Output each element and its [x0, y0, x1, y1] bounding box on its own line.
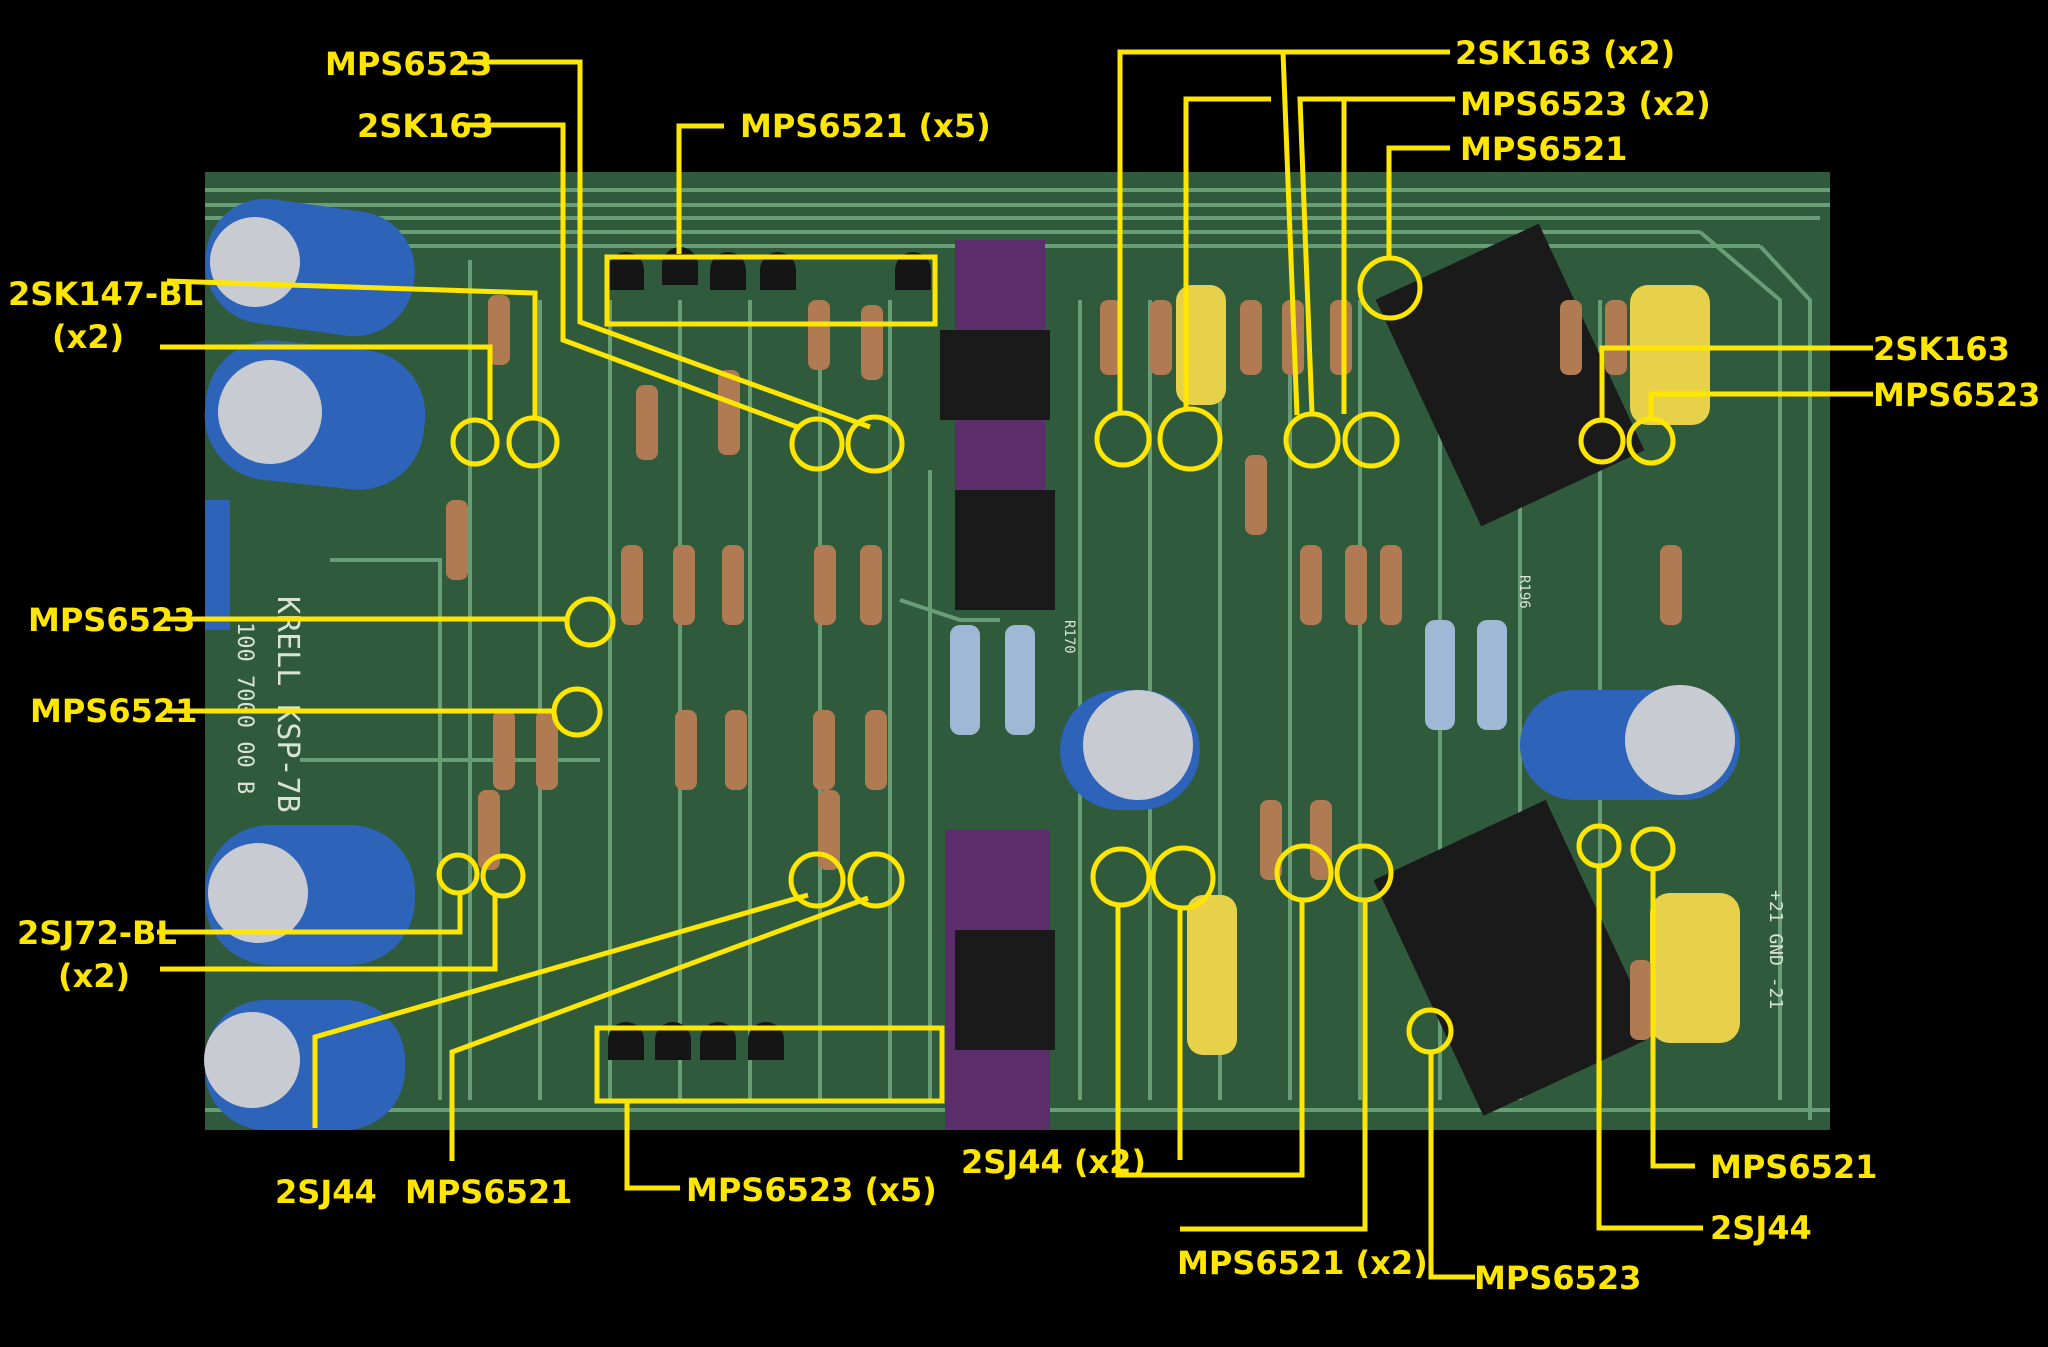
label-2sj44-right-bottom: 2SJ44: [1710, 1209, 1812, 1247]
label-mps6521-right-bottom: MPS6521: [1710, 1148, 1877, 1186]
label-2sj44-bottom: 2SJ44: [275, 1173, 377, 1211]
film-capacitors: [1176, 285, 1740, 1055]
label-2sk163-right: 2SK163: [1873, 330, 2010, 368]
marker-mps6521-bottom: [847, 851, 905, 909]
marker-mps6523-x2-b: [1342, 411, 1400, 469]
silkscreen-r170: R170: [1061, 620, 1077, 654]
label-mps6521-x2: MPS6521 (x2): [1177, 1244, 1428, 1282]
capacitors-left: [204, 198, 426, 1130]
heatsinks: [940, 223, 1656, 1130]
label-mps6523-left: MPS6523: [28, 601, 195, 639]
silkscreen-r196: R196: [1516, 575, 1532, 609]
label-mps6521-x5: MPS6521 (x5): [740, 107, 991, 145]
resistors: [446, 295, 1682, 1040]
label-2sk163-top: 2SK163: [357, 107, 494, 145]
label-2sk163-x2: 2SK163 (x2): [1455, 34, 1675, 72]
silkscreen-text: KRELL KSP-7B 100 7000 00 B +21 GND -21 R…: [232, 575, 1786, 1009]
label-2sk147-line1: 2SK147-BL: [8, 275, 203, 313]
silkscreen-part-number: 100 7000 00 B: [232, 622, 257, 794]
pcb-board: KRELL KSP-7B 100 7000 00 B +21 GND -21 R…: [204, 172, 1830, 1130]
marker-mps6521-x5-box: [604, 254, 938, 327]
label-mps6523-bottom-right: MPS6523: [1474, 1259, 1641, 1297]
label-mps6523-right: MPS6523: [1873, 376, 2040, 414]
label-2sk147-line2: (x2): [52, 318, 124, 356]
label-mps6521-left: MPS6521: [30, 692, 197, 730]
marker-mps6523-x5-box: [594, 1025, 945, 1104]
marker-mps6521-x2-a: [1274, 843, 1334, 903]
label-2sj72-line2: (x2): [58, 957, 130, 995]
marker-2sk163-x2-b: [1157, 406, 1223, 472]
marker-2sk163-x2-a: [1094, 410, 1152, 468]
marker-2sk147-b: [506, 415, 560, 469]
marker-2sj44-x2-a: [1090, 846, 1152, 908]
marker-2sj72-b: [480, 853, 526, 899]
marker-mps6523-left: [564, 596, 616, 648]
marker-2sj44-x2-b: [1150, 845, 1216, 911]
capacitors-center: [1060, 685, 1740, 810]
label-2sj72-line1: 2SJ72-BL: [17, 914, 177, 952]
marker-mps6523-top: [845, 414, 905, 474]
label-mps6521-bottom: MPS6521: [405, 1173, 572, 1211]
power-resistors: [950, 620, 1507, 735]
leader-lines: [157, 49, 1873, 1280]
label-mps6523-top: MPS6523: [325, 45, 492, 83]
label-mps6523-x5: MPS6523 (x5): [686, 1171, 937, 1209]
marker-mps6521-x2-b: [1334, 843, 1394, 903]
label-mps6521-right-top: MPS6521: [1460, 130, 1627, 168]
label-mps6523-x2: MPS6523 (x2): [1460, 85, 1711, 123]
silkscreen-power-label: +21 GND -21: [1765, 890, 1786, 1009]
annotation-markers: [436, 254, 1676, 1104]
silkscreen-board-name: KRELL KSP-7B: [270, 596, 305, 813]
marker-2sj44-bottom: [788, 851, 846, 909]
marker-2sk147-a: [450, 417, 500, 467]
annotation-labels: MPS6523 2SK163 MPS6521 (x5) 2SK147-BL (x…: [8, 34, 2040, 1297]
label-2sj44-x2: 2SJ44 (x2): [961, 1143, 1146, 1181]
marker-2sk163-top: [789, 416, 845, 472]
